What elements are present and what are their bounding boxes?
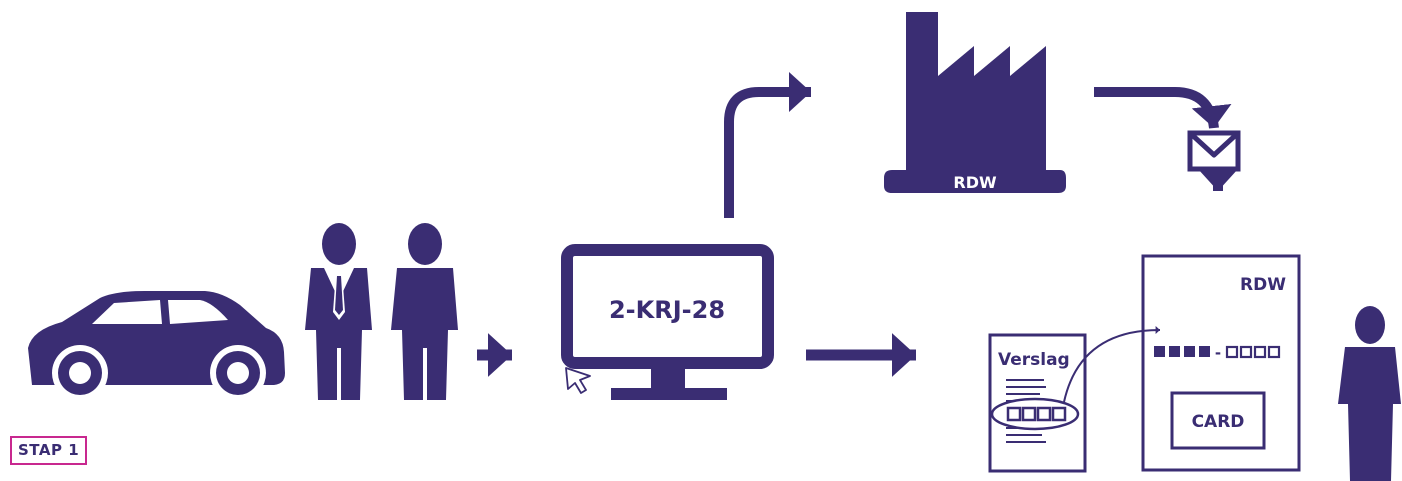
factory-label: RDW — [953, 173, 997, 192]
arrow-to-envelope — [1094, 87, 1232, 129]
cursor-icon — [565, 367, 591, 394]
report-code-boxes — [1006, 406, 1067, 422]
registration-document: RDW - CARD — [1141, 254, 1301, 472]
license-plate-text: 2-KRJ-28 — [609, 296, 725, 324]
step-badge: STAP 1 — [10, 436, 88, 465]
filled-code-boxes — [1154, 346, 1210, 357]
person-icon — [391, 223, 458, 400]
car-icon — [28, 291, 285, 401]
arrow-code-transfer — [1063, 326, 1161, 403]
person-icon — [1338, 306, 1401, 481]
monitor-icon: 2-KRJ-28 — [561, 244, 774, 400]
registration-label: RDW — [1240, 275, 1286, 295]
card-box — [1170, 391, 1266, 450]
businessman-icon — [305, 223, 372, 400]
report-title: Verslag — [998, 350, 1070, 370]
envelope-icon — [1187, 130, 1241, 172]
card-label: CARD — [1192, 412, 1245, 432]
arrow-to-factory — [724, 72, 811, 218]
empty-code-boxes — [1225, 345, 1281, 359]
report-document: Verslag — [988, 333, 1087, 473]
factory-icon: RDW — [884, 12, 1066, 193]
code-separator: - — [1215, 344, 1221, 362]
